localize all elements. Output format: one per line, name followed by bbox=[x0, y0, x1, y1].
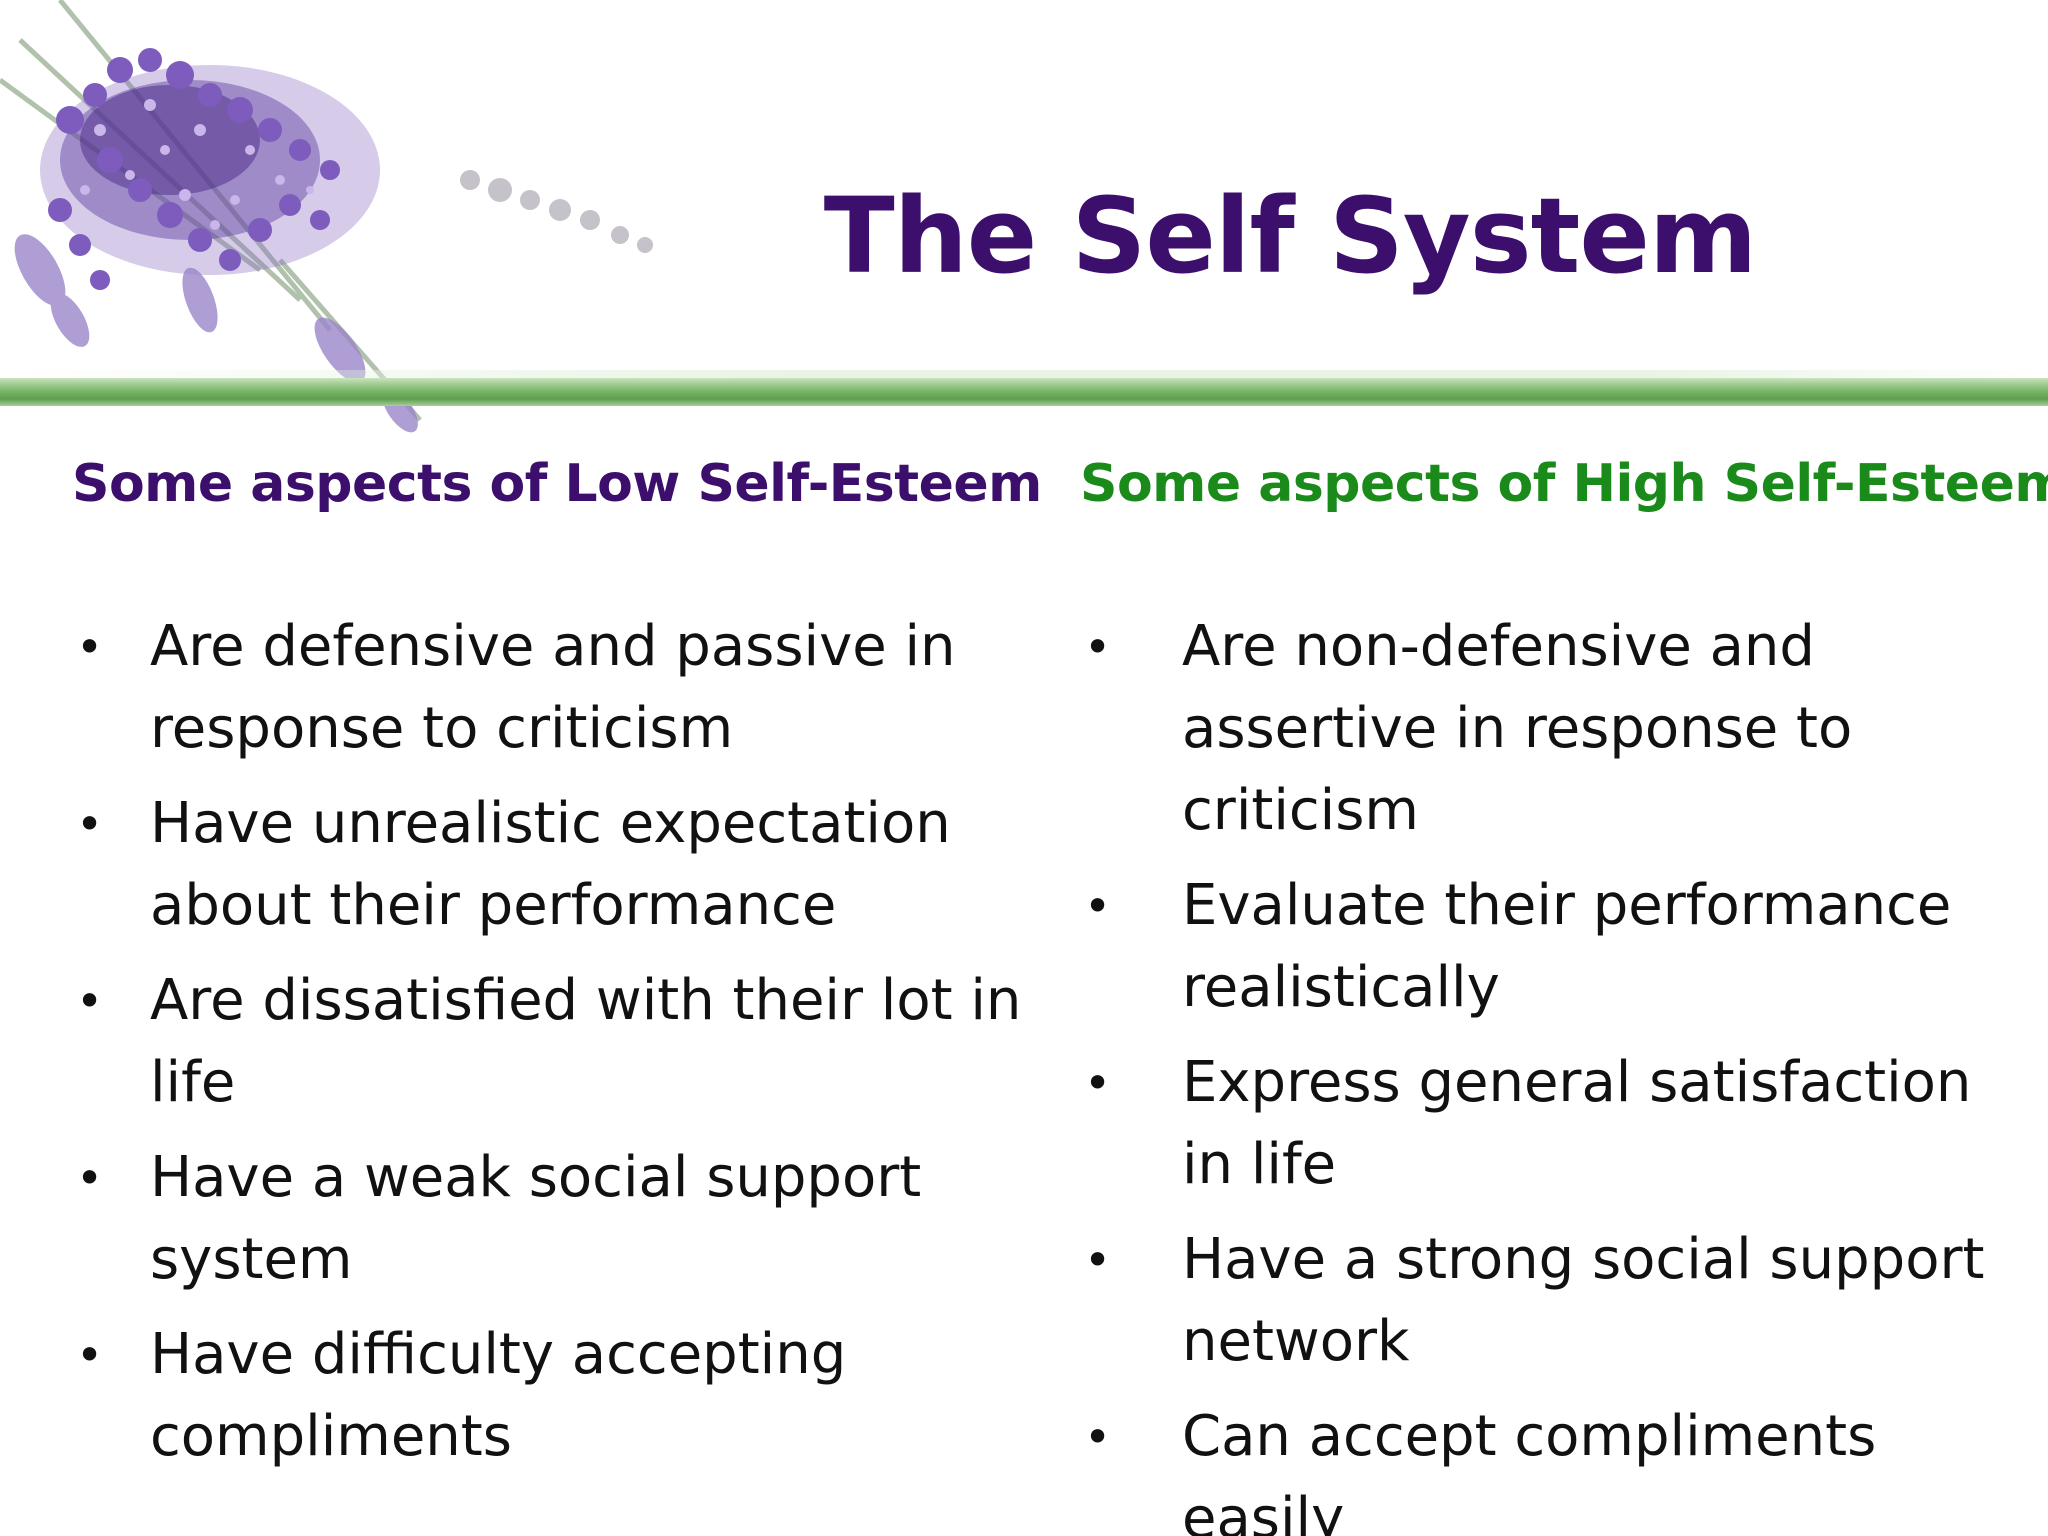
list-item-text: Have difficulty accepting compliments bbox=[150, 1322, 847, 1469]
list-item-text: Are non-defensive and assertive in respo… bbox=[1182, 614, 1853, 843]
list-item: • Are non-defensive and assertive in resp… bbox=[1080, 606, 2040, 852]
low-self-esteem-column: Some aspects of Low Self-Esteem • Are def… bbox=[72, 450, 1042, 1491]
bullet-icon: • bbox=[76, 1151, 104, 1205]
list-item: • Have a weak social support system bbox=[72, 1137, 1032, 1301]
list-item: • Have a strong social support network bbox=[1080, 1219, 2040, 1383]
list-item-text: Have unrealistic expectation about their… bbox=[150, 791, 951, 938]
bullet-icon: • bbox=[76, 1328, 104, 1382]
list-item-text: Have a strong social support network bbox=[1182, 1227, 1985, 1374]
bullet-icon: • bbox=[1084, 1233, 1112, 1287]
bullet-icon: • bbox=[1084, 620, 1112, 674]
high-self-esteem-column: Some aspects of High Self-Esteem • Are no… bbox=[1080, 450, 2048, 1536]
header-divider-stripe bbox=[0, 378, 2048, 406]
high-self-esteem-list: • Are non-defensive and assertive in resp… bbox=[1080, 606, 2040, 1536]
bullet-icon: • bbox=[1084, 879, 1112, 933]
bullet-icon: • bbox=[76, 620, 104, 674]
list-item: • Express general satisfaction in life bbox=[1080, 1042, 2040, 1206]
list-item-text: Evaluate their performance realistically bbox=[1182, 873, 1952, 1020]
bullet-icon: • bbox=[76, 797, 104, 851]
low-self-esteem-heading: Some aspects of Low Self-Esteem bbox=[72, 454, 1042, 514]
list-item: • Are dissatisfied with their lot in life bbox=[72, 960, 1032, 1124]
high-self-esteem-heading: Some aspects of High Self-Esteem bbox=[1080, 454, 2048, 514]
list-item-text: Can accept compliments easily bbox=[1182, 1404, 1877, 1536]
slide-title: The Self System bbox=[823, 175, 1757, 297]
list-item: • Have difficulty accepting compliments bbox=[72, 1314, 1032, 1478]
low-self-esteem-list: • Are defensive and passive in response t… bbox=[72, 606, 1032, 1478]
header-stripe-highlight bbox=[0, 370, 2048, 380]
list-item: • Are defensive and passive in response t… bbox=[72, 606, 1032, 770]
list-item: • Have unrealistic expectation about thei… bbox=[72, 783, 1032, 947]
bullet-icon: • bbox=[76, 974, 104, 1028]
list-item-text: Have a weak social support system bbox=[150, 1145, 922, 1292]
list-item-text: Are dissatisfied with their lot in life bbox=[150, 968, 1022, 1115]
list-item-text: Are defensive and passive in response to… bbox=[150, 614, 956, 761]
bullet-icon: • bbox=[1084, 1056, 1112, 1110]
bullet-icon: • bbox=[1084, 1410, 1112, 1464]
list-item: • Can accept compliments easily bbox=[1080, 1396, 2040, 1536]
list-item: • Evaluate their performance realisticall… bbox=[1080, 865, 2040, 1029]
lavender-flowers-image bbox=[0, 0, 653, 433]
list-item-text: Express general satisfaction in life bbox=[1182, 1050, 1972, 1197]
